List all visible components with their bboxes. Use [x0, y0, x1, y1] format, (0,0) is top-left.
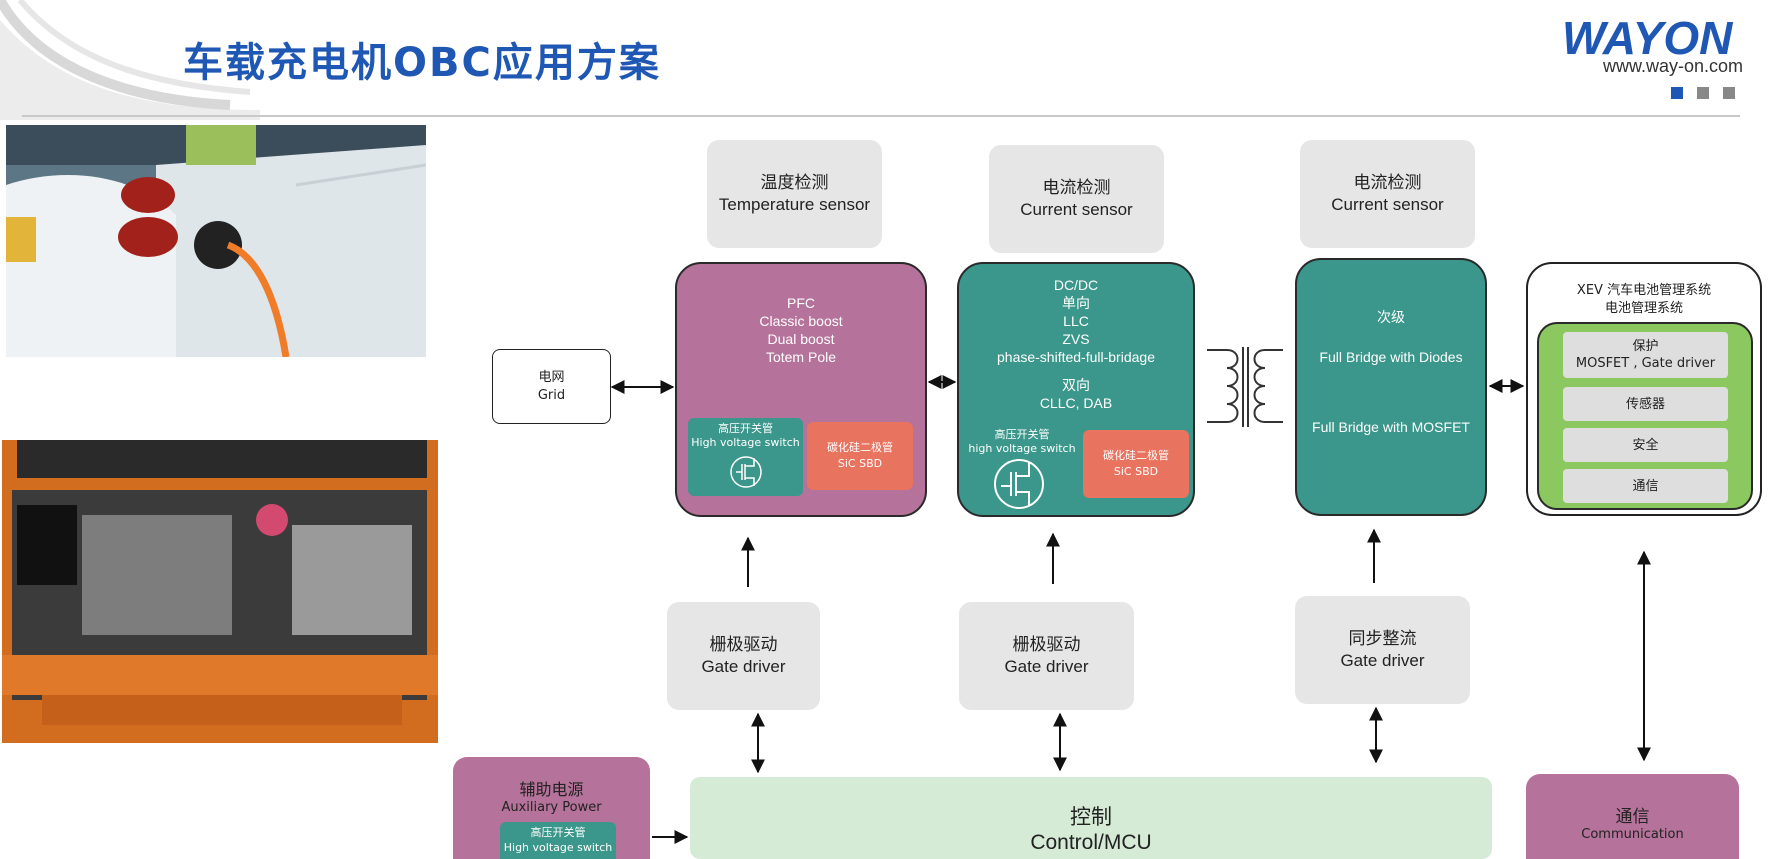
dcdc-switch-en: high voltage switch [968, 442, 1076, 455]
current-sensor-box-2: 电流检测 Current sensor [1300, 140, 1475, 248]
transformer-icon [1207, 347, 1283, 427]
bms-item-1-zh: 保护 [1632, 339, 1659, 354]
gate-driver-2-zh: 栅极驱动 [1012, 635, 1081, 654]
dcdc-line-5: phase-shifted-full-bridage [997, 349, 1155, 365]
pfc-switch-zh: 高压开关管 [718, 422, 773, 435]
mcu-block: 控制 Control/MCU [690, 777, 1492, 859]
temperature-sensor-box: 温度检测 Temperature sensor [707, 140, 882, 248]
mosfet-icon [729, 456, 762, 488]
secondary-block: 次级 Full Bridge with Diodes Full Bridge w… [1295, 258, 1487, 516]
dcdc-line-4: ZVS [1062, 331, 1090, 347]
pfc-line-2: Classic boost [759, 313, 843, 329]
page-title: 车载充电机OBC应用方案 [183, 40, 661, 86]
dcdc-line-3: LLC [1063, 313, 1089, 329]
engine-bay-photo [2, 440, 438, 743]
bms-item-4-zh: 通信 [1632, 478, 1659, 494]
pfc-sbd-zh: 碳化硅二极管 [827, 441, 893, 454]
bms-title-2: 电池管理系统 [1604, 301, 1683, 316]
temperature-sensor-zh: 温度检测 [760, 173, 829, 192]
dcdc-switch-zh: 高压开关管 [994, 428, 1050, 441]
pfc-sbd-box: 碳化硅二极管 SiC SBD [807, 422, 913, 490]
grid-box: 电网 Grid [492, 349, 611, 424]
logo-square-1 [1671, 87, 1683, 99]
dcdc-line-2: 单向 [1062, 295, 1090, 311]
aux-power-en: Auxiliary Power [501, 800, 602, 815]
charging-car-photo [6, 125, 426, 357]
pfc-line-3: Dual boost [767, 331, 835, 347]
dcdc-line-7: 双向 [1062, 377, 1090, 393]
bms-item-safety: 安全 [1563, 428, 1728, 462]
logo-url: www.way-on.com [1602, 56, 1743, 76]
dcdc-sbd-zh: 碳化硅二极管 [1103, 449, 1169, 462]
mcu-en: Control/MCU [1030, 831, 1152, 854]
bms-item-communication: 通信 [1563, 469, 1728, 503]
current-sensor-1-en: Current sensor [1020, 200, 1133, 219]
temperature-sensor-en: Temperature sensor [718, 195, 871, 214]
header-divider [22, 115, 1740, 117]
communication-zh: 通信 [1615, 807, 1650, 827]
secondary-title: 次级 [1377, 309, 1405, 325]
dcdc-switch-area: 高压开关管 high voltage switch [962, 428, 1082, 512]
pfc-switch-en: High voltage switch [691, 436, 800, 449]
bms-item-sensor: 传感器 [1563, 387, 1728, 421]
dcdc-sbd-en: SiC SBD [1113, 465, 1159, 478]
aux-switch-zh: 高压开关管 [530, 826, 586, 839]
sync-rect-box: 同步整流 Gate driver [1295, 596, 1470, 704]
sync-rect-en: Gate driver [1340, 651, 1425, 670]
pfc-line-1: PFC [787, 295, 815, 311]
dcdc-line-8: CLLC, DAB [1039, 395, 1113, 411]
wayon-logo: WAYON [1562, 12, 1733, 60]
svg-text:WAYON: WAYON [1562, 12, 1733, 60]
mosfet-icon [994, 459, 1044, 509]
aux-switch-en: High voltage switch [503, 841, 613, 854]
aux-power-zh: 辅助电源 [519, 780, 584, 799]
bms-title-1: XEV 汽车电池管理系统 [1576, 283, 1712, 298]
mcu-zh: 控制 [1070, 805, 1112, 829]
decorative-swoosh [0, 0, 260, 120]
logo-square-2 [1697, 87, 1709, 99]
current-sensor-2-en: Current sensor [1331, 195, 1444, 214]
secondary-line-2: Full Bridge with MOSFET [1312, 419, 1470, 435]
aux-power-block: 辅助电源 Auxiliary Power [453, 757, 650, 859]
grid-en: Grid [537, 387, 566, 403]
sync-rect-zh: 同步整流 [1348, 629, 1417, 648]
pfc-sbd-en: SiC SBD [837, 457, 883, 470]
dcdc-line-1: DC/DC [1053, 277, 1099, 293]
current-sensor-box-1: 电流检测 Current sensor [989, 145, 1164, 253]
logo-square-3 [1723, 87, 1735, 99]
secondary-line-1: Full Bridge with Diodes [1319, 349, 1463, 365]
bms-item-protection: 保护 MOSFET , Gate driver [1563, 332, 1728, 378]
gate-driver-box-1: 栅极驱动 Gate driver [667, 602, 820, 710]
communication-block: 通信 Communication [1526, 774, 1739, 859]
pfc-line-4: Totem Pole [765, 349, 837, 365]
bms-item-3-zh: 安全 [1632, 437, 1659, 453]
gate-driver-1-zh: 栅极驱动 [709, 635, 778, 654]
current-sensor-2-zh: 电流检测 [1353, 173, 1422, 192]
bms-item-1-en: MOSFET , Gate driver [1575, 356, 1716, 371]
dcdc-sbd-box: 碳化硅二极管 SiC SBD [1083, 430, 1189, 498]
pfc-switch-box: 高压开关管 High voltage switch [688, 418, 803, 496]
grid-zh: 电网 [538, 369, 565, 385]
gate-driver-box-2: 栅极驱动 Gate driver [959, 602, 1134, 710]
communication-en: Communication [1581, 827, 1684, 842]
gate-driver-2-en: Gate driver [1004, 657, 1089, 676]
bms-item-2-zh: 传感器 [1625, 396, 1665, 412]
current-sensor-1-zh: 电流检测 [1042, 178, 1111, 197]
gate-driver-1-en: Gate driver [701, 657, 786, 676]
aux-switch-box: 高压开关管 High voltage switch [500, 822, 616, 859]
